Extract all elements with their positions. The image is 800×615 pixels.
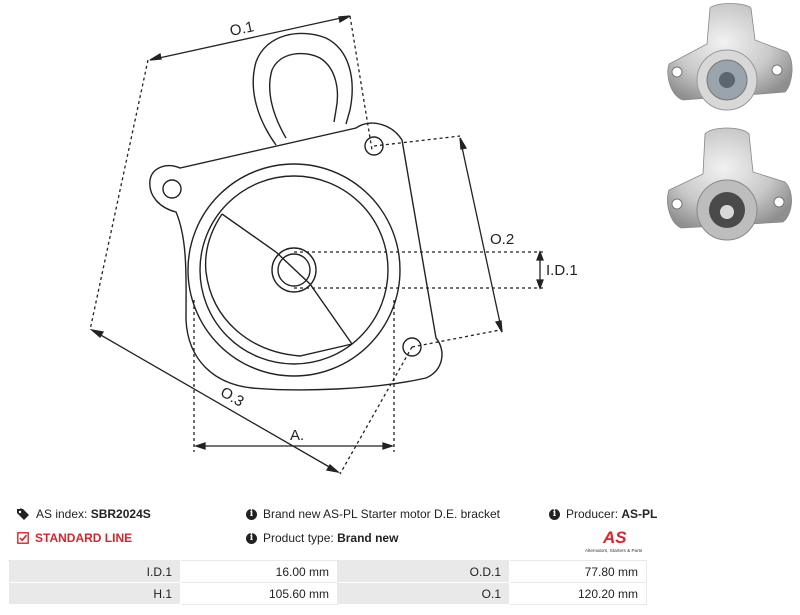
photo-rear: [667, 127, 792, 241]
hole-top-right: [364, 136, 384, 156]
standard-line-row: STANDARD LINE: [17, 531, 132, 545]
product-photos: [667, 3, 793, 241]
spec-label: I.D.1: [8, 560, 181, 583]
label-od2: O.2: [490, 231, 514, 248]
bracket-technical-drawing: O.1 O.2 I.D.1 O.3 A.: [89, 15, 578, 475]
info-icon: i: [246, 508, 257, 520]
checkbox-icon: [17, 532, 29, 544]
spec-label: O.1: [337, 582, 510, 605]
label-od1: O.1: [228, 18, 255, 40]
logo-tagline: Alternators, Starters & Parts: [585, 548, 643, 553]
spec-label: O.D.1: [337, 560, 510, 583]
description-row: i Brand new AS-PL Starter motor D.E. bra…: [246, 507, 500, 521]
as-index-row: AS index: SBR2024S: [17, 507, 151, 521]
hole-bottom-right: [402, 337, 422, 357]
label-id1: I.D.1: [546, 262, 578, 279]
as-index-label: AS index:: [36, 507, 88, 521]
spec-value: 105.60 mm: [180, 582, 338, 605]
hub-outer: [271, 247, 317, 293]
sector-window: [221, 213, 353, 345]
spec-value: 120.20 mm: [509, 582, 647, 605]
info-icon: i: [246, 532, 257, 544]
label-a: A.: [290, 427, 304, 444]
logo-mark: AS: [602, 528, 627, 547]
producer-row: i Producer: AS-PL: [549, 507, 657, 521]
photo-front: [667, 3, 793, 111]
inner-bore: [199, 175, 389, 365]
standard-line-label: STANDARD LINE: [35, 531, 133, 545]
as-pl-logo: AS Alternators, Starters & Parts: [585, 528, 643, 553]
top-ear-outer: [252, 32, 353, 146]
table-row: I.D.1 16.00 mm O.D.1 77.80 mm: [8, 560, 647, 583]
info-icon: i: [549, 508, 560, 520]
product-type-value: Brand new: [337, 531, 399, 545]
producer-value: AS-PL: [621, 507, 658, 521]
hub-inner: [277, 253, 311, 287]
producer-label: Producer:: [566, 507, 619, 521]
tag-icon: [17, 508, 30, 520]
product-type-label: Product type:: [263, 531, 334, 545]
spec-value: 16.00 mm: [180, 560, 338, 583]
outer-bore: [187, 163, 401, 377]
description-text: Brand new AS-PL Starter motor D.E. brack…: [263, 507, 500, 521]
label-od3: O.3: [217, 384, 246, 411]
as-index-value: SBR2024S: [90, 507, 151, 521]
spec-label: H.1: [8, 582, 181, 605]
hole-left: [162, 179, 182, 199]
table-row: H.1 105.60 mm O.1 120.20 mm: [8, 582, 647, 605]
specs-table: I.D.1 16.00 mm O.D.1 77.80 mm H.1 105.60…: [8, 560, 647, 605]
product-type-row: i Product type: Brand new: [246, 531, 398, 545]
top-ear-inner: [269, 52, 339, 139]
spec-value: 77.80 mm: [509, 560, 647, 583]
